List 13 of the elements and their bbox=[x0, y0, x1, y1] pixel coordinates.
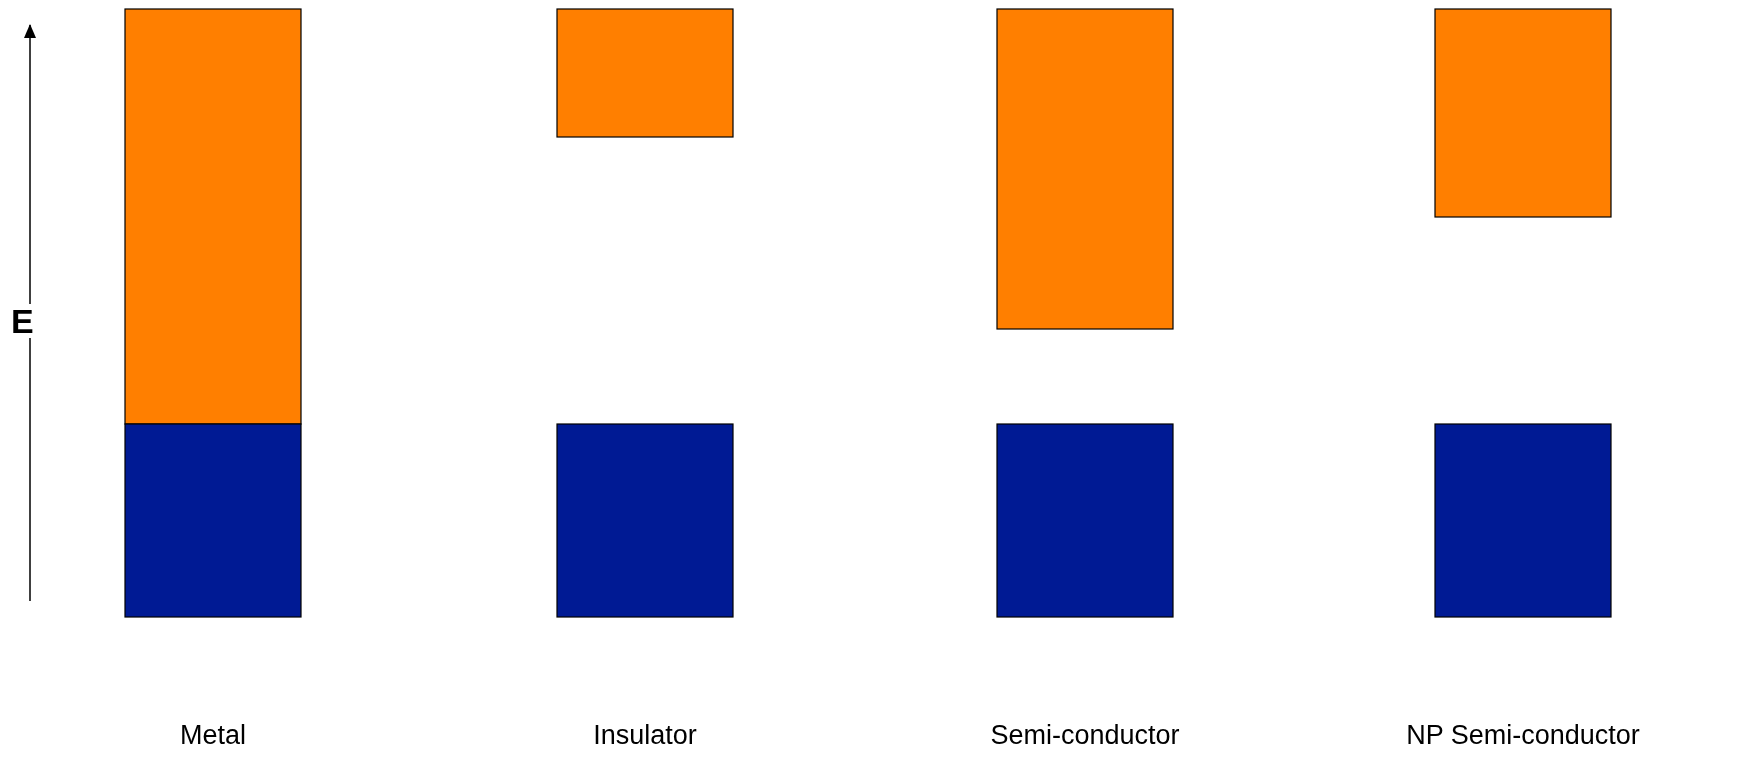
material-label: Metal bbox=[180, 720, 246, 751]
axis-label: E bbox=[11, 304, 34, 338]
conduction-band-bar bbox=[124, 8, 302, 425]
valence-band-bar bbox=[996, 423, 1174, 618]
material-label: Insulator bbox=[593, 720, 697, 751]
valence-band-bar bbox=[124, 423, 302, 618]
valence-band-bar bbox=[1434, 423, 1612, 618]
conduction-band-bar bbox=[1434, 8, 1612, 218]
valence-band-bar bbox=[556, 423, 734, 618]
material-label: Semi-conductor bbox=[990, 720, 1180, 751]
conduction-band-bar bbox=[556, 8, 734, 138]
conduction-band-bar bbox=[996, 8, 1174, 330]
material-label: NP Semi-conductor bbox=[1406, 720, 1640, 751]
